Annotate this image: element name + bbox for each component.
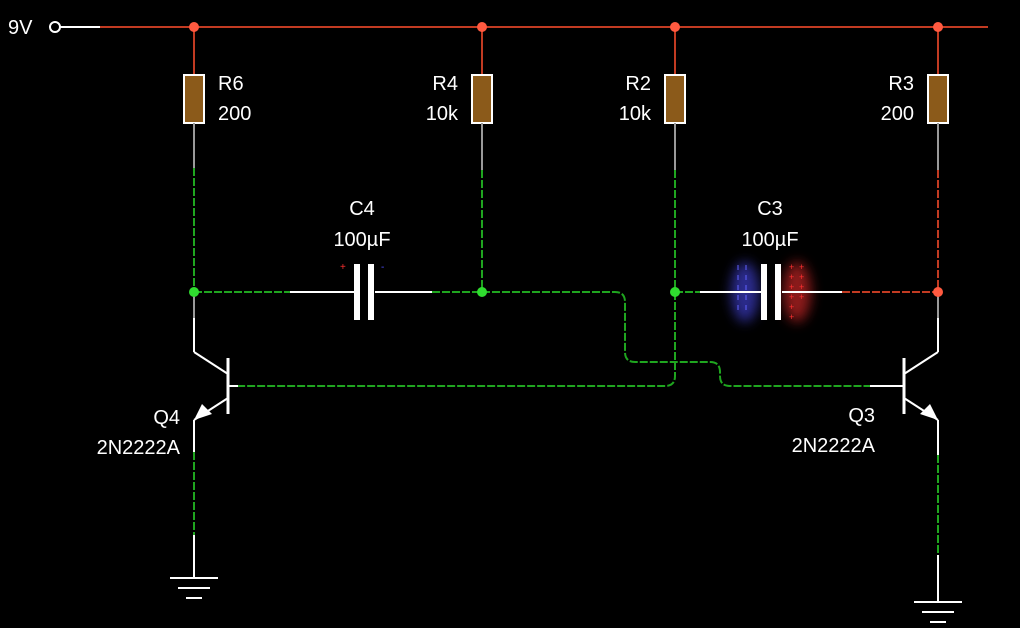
node-q3-collector[interactable] [933,287,943,297]
resistor-r3-value: 200 [881,103,914,125]
node-supply-r4[interactable] [477,22,487,32]
junction-nodes [189,22,943,297]
transistor-q4-model: 2N2222A [97,437,181,459]
resistor-r2-name: R2 [625,73,651,95]
capacitor-c3-name: C3 [757,198,783,220]
supply-label: 9V [8,17,33,39]
svg-text:+: + [799,272,804,282]
svg-text:+: + [789,262,794,272]
svg-text:+: + [799,292,804,302]
svg-text:+: + [789,302,794,312]
supply-terminal[interactable] [49,21,61,33]
q4-emitter-arrow [194,404,212,420]
q3-emitter-arrow [920,404,938,420]
resistor-r6[interactable] [183,27,205,168]
capacitor-c4-name: C4 [349,198,375,220]
svg-text:+: + [799,262,804,272]
right-collector-wire [842,170,939,293]
resistor-r3-name: R3 [888,73,914,95]
node-supply-r3[interactable] [933,22,943,32]
transistor-q3-model: 2N2222A [792,435,876,457]
node-q4-collector[interactable] [189,287,199,297]
capacitor-c4-value: 100µF [333,229,390,251]
capacitor-c4[interactable]: + - [290,262,432,320]
resistor-r4-value: 10k [426,103,459,125]
resistor-r6-name: R6 [218,73,244,95]
node-q4-base[interactable] [670,287,680,297]
svg-text:+: + [789,292,794,302]
supply-rail [49,21,988,33]
signal-wires [193,168,939,555]
resistor-r4[interactable] [471,27,493,170]
resistor-r6-value: 200 [218,103,251,125]
c3-negative-charges [737,265,747,310]
transistor-q3-name: Q3 [848,405,875,427]
transistor-q4[interactable] [193,318,238,452]
node-supply-r2[interactable] [670,22,680,32]
c3-positive-charges: ++ ++ ++ ++ + + [789,262,804,322]
svg-text:+: + [799,282,804,292]
resistor-r4-name: R4 [432,73,458,95]
capacitor-c3[interactable]: ++ ++ ++ ++ + + [700,262,842,322]
node-supply-r6[interactable] [189,22,199,32]
ground-right [914,555,962,623]
resistor-r2[interactable] [664,27,686,170]
resistor-r2-value: 10k [619,103,652,125]
svg-text:+: + [789,312,794,322]
transistor-q4-name: Q4 [153,407,180,429]
node-q3-base[interactable] [477,287,487,297]
resistor-r3[interactable] [927,27,949,170]
c4-minus-mark: - [381,262,384,273]
svg-text:+: + [789,282,794,292]
ground-left [170,535,218,599]
transistor-q3[interactable] [870,318,939,455]
svg-text:+: + [789,272,794,282]
capacitor-c3-value: 100µF [741,229,798,251]
c4-plus-mark: + [340,262,346,273]
